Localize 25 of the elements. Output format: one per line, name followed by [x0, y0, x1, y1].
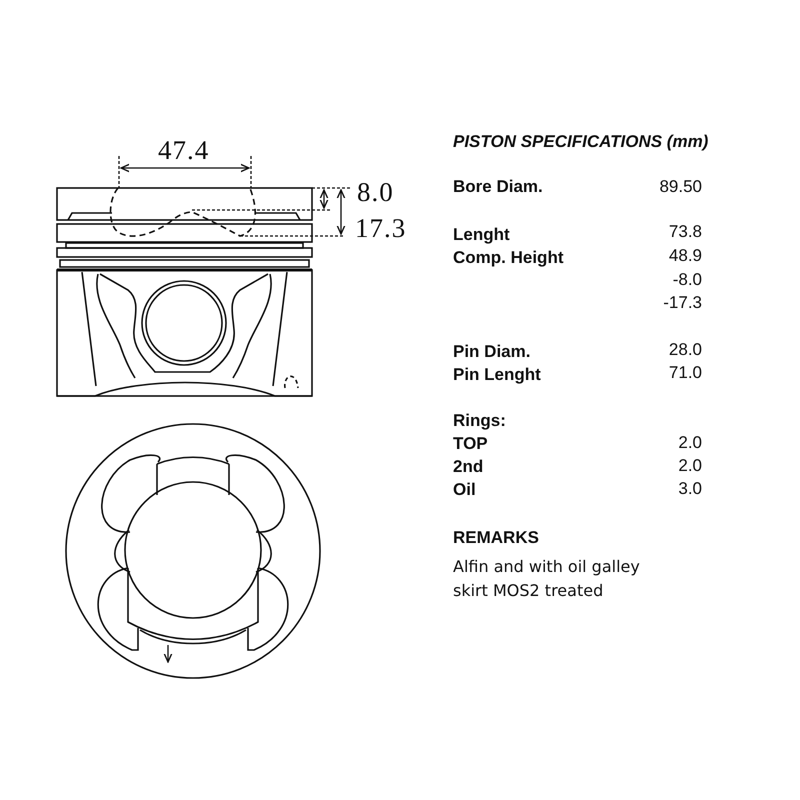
spec-label: Lenght	[453, 225, 510, 245]
dimension-value: 47.4	[158, 135, 210, 166]
spec-label: 2nd	[453, 457, 484, 477]
spec-label: Bore Diam.	[453, 177, 543, 197]
spec-value: 89.50	[659, 177, 702, 197]
spec-value: -8.0	[672, 270, 702, 290]
spec-label: Pin Diam.	[453, 342, 530, 362]
spec-value: 28.0	[668, 340, 702, 360]
spec-label: TOP	[453, 434, 488, 454]
spec-label: Oil	[453, 480, 476, 500]
table-heading: PISTON SPECIFICATIONS (mm)	[453, 132, 708, 152]
spec-label: Pin Lenght	[453, 365, 541, 385]
spec-value: 3.0	[678, 479, 702, 499]
remarks-text: Alfin and with oil galley skirt MOS2 treated	[453, 556, 641, 602]
spec-value: 48.9	[668, 246, 702, 266]
dimension-value: 8.0	[357, 177, 394, 208]
spec-value: -17.3	[663, 293, 702, 313]
spec-value: 71.0	[668, 363, 702, 383]
spec-value: 2.0	[678, 433, 702, 453]
spec-label: Comp. Height	[453, 248, 564, 268]
dimension-value: 17.3	[355, 213, 406, 244]
spec-value: 2.0	[678, 456, 702, 476]
spec-label: Rings:	[453, 411, 506, 431]
spec-value: 73.8	[668, 222, 702, 242]
spec-label: REMARKS	[453, 528, 539, 548]
